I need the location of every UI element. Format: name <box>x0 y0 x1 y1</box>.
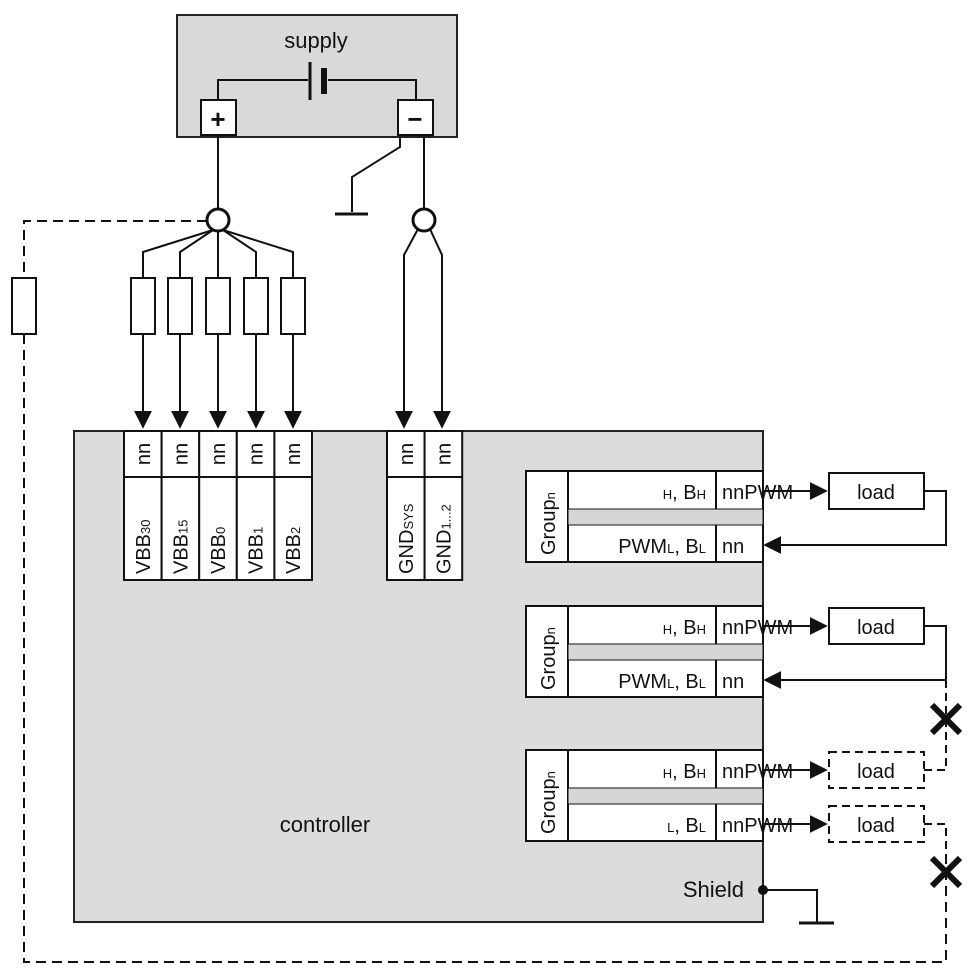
fuse-to-pin-arrows <box>134 334 302 429</box>
group-block-1: Groupn H, BH nnPWM PWML, BL nn load <box>525 470 947 563</box>
vbb-pin-nn-label: nn <box>133 443 155 465</box>
vbb-pin-label: VBB15 <box>170 520 192 575</box>
supply-label: supply <box>284 28 348 53</box>
plus-terminal-label: + <box>210 104 225 134</box>
group-label: Groupn <box>538 771 560 834</box>
vbb-pin-label: VBB2 <box>283 527 305 574</box>
load-label: load <box>857 761 895 783</box>
fuse-row <box>130 277 306 335</box>
group-high-pin: nnPWM <box>722 617 793 639</box>
vbb-pin-label: VBB30 <box>133 520 155 575</box>
group-label: Groupn <box>538 492 560 555</box>
gnd-pin-nn-label: nn <box>396 443 418 465</box>
disconnected-cross-icon <box>929 855 963 889</box>
gnd-pin-nn-label: nn <box>433 443 455 465</box>
minus-terminal-label: − <box>407 104 422 134</box>
load-box: load <box>828 751 925 789</box>
vbb-pin-label: VBB1 <box>246 527 268 574</box>
load-label: load <box>857 482 895 504</box>
supply-box: supply + − <box>176 14 458 138</box>
group-low-pin: nnPWM <box>722 815 793 837</box>
group-high-pin: nnPWM <box>722 761 793 783</box>
vbb-feed-wires <box>142 229 294 278</box>
vbb-pin-nn-label: nn <box>170 443 192 465</box>
junction-minus <box>411 207 437 233</box>
group-block-3: Groupn H, BH nnPWM L, BL nnPWM load load <box>525 730 947 860</box>
shield-loop-wire <box>23 220 947 963</box>
shield-fuse <box>11 277 37 335</box>
group-label: Groupn <box>538 627 560 690</box>
group-high-label: H, BH <box>663 482 706 504</box>
group-high-pin: nnPWM <box>722 482 793 504</box>
vbb-pin-label: VBB0 <box>208 527 230 574</box>
group-low-pin: nn <box>722 536 744 558</box>
group-low-label: PWML, BL <box>618 536 706 558</box>
group-low-label: L, BL <box>667 815 706 837</box>
vbb-pin-nn-label: nn <box>208 443 230 465</box>
group-block-2: Groupn H, BH nnPWM PWML, BL nn load <box>525 605 947 766</box>
gnd-feed-wires <box>395 228 451 429</box>
load-label: load <box>857 815 895 837</box>
shield-label: Shield <box>683 877 744 902</box>
load-box: load <box>828 472 925 510</box>
group-low-label: PWML, BL <box>618 671 706 693</box>
load-label: load <box>857 617 895 639</box>
minus-terminal <box>397 99 434 136</box>
junction-plus <box>205 207 231 233</box>
load-box: load <box>828 607 925 645</box>
plus-terminal <box>200 99 237 136</box>
group-low-pin: nn <box>722 671 744 693</box>
gnd-pin-label: GND1...2 <box>433 504 455 574</box>
controller-label: controller <box>280 812 370 837</box>
disconnected-cross-icon <box>929 702 963 736</box>
group-high-label: H, BH <box>663 617 706 639</box>
vbb-pin-nn-label: nn <box>283 443 305 465</box>
group-high-label: H, BH <box>663 761 706 783</box>
gnd-pin-label: GNDSYS <box>396 503 418 574</box>
load-box: load <box>828 805 925 843</box>
vbb-pin-nn-label: nn <box>246 443 268 465</box>
